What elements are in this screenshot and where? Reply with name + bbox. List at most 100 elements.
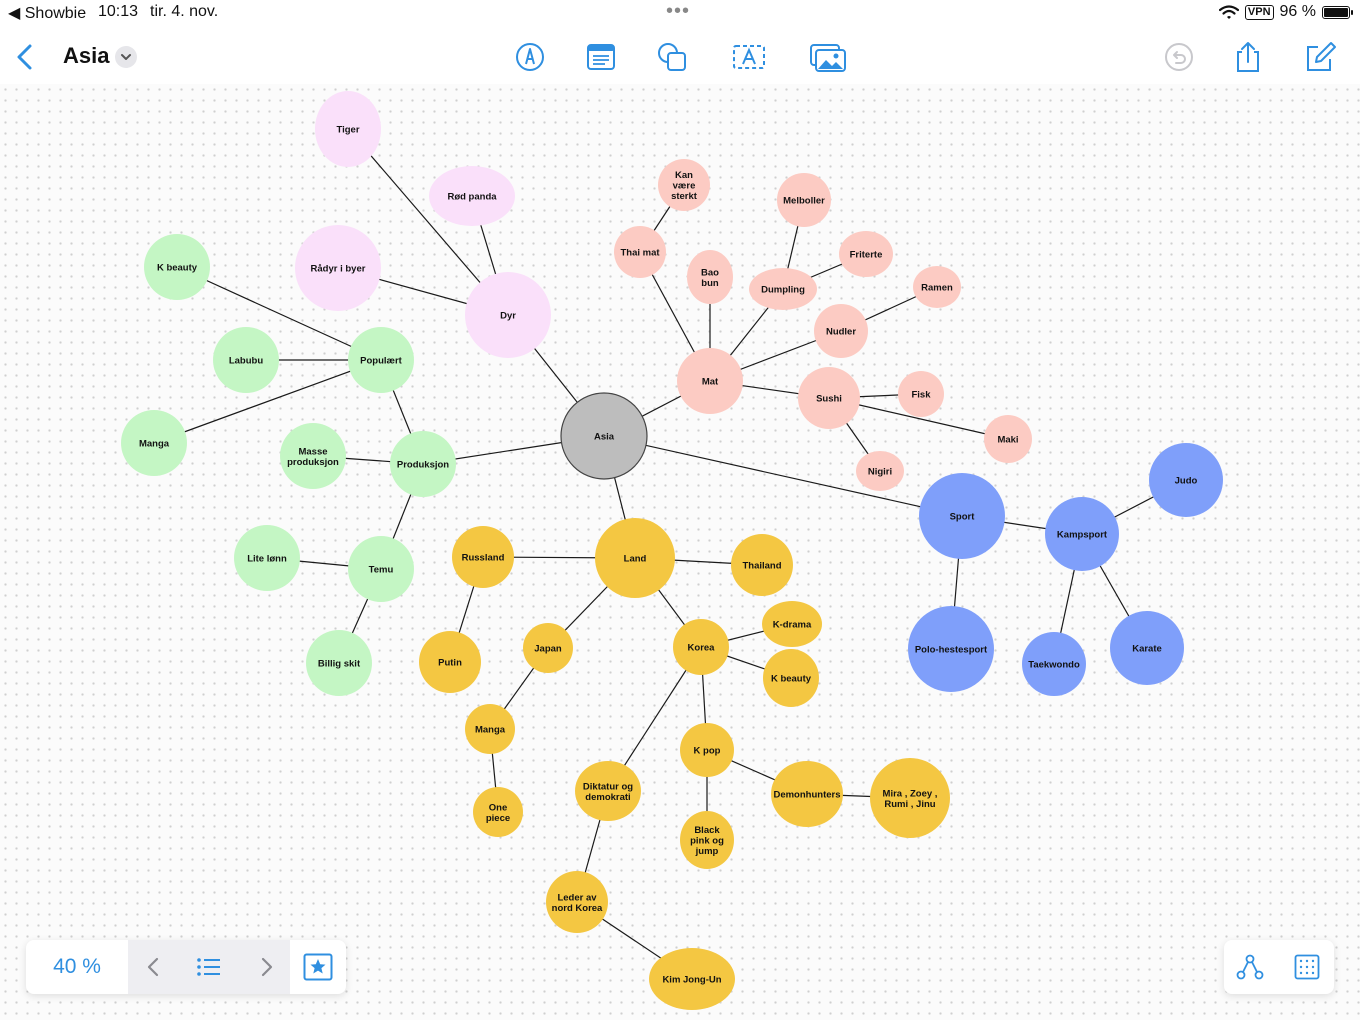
- share-icon[interactable]: [1230, 40, 1266, 74]
- node-bubble[interactable]: [649, 948, 735, 1010]
- next-item-icon[interactable]: [256, 956, 276, 978]
- node-bubble[interactable]: [465, 272, 551, 358]
- mindmap-node-polo[interactable]: Polo-hestesport: [908, 606, 994, 692]
- node-bubble[interactable]: [658, 159, 710, 211]
- mindmap-node-demon[interactable]: Demonhunters: [771, 761, 843, 827]
- text-box-icon[interactable]: [731, 40, 767, 74]
- mindmap-node-billig[interactable]: Billig skit: [306, 630, 372, 696]
- node-bubble[interactable]: [762, 601, 822, 647]
- node-bubble[interactable]: [213, 327, 279, 393]
- mindmap-node-melboller[interactable]: Melboller: [777, 173, 831, 227]
- node-bubble[interactable]: [595, 518, 675, 598]
- mindmap-node-populaert[interactable]: Populært: [348, 327, 414, 393]
- node-bubble[interactable]: [798, 367, 860, 429]
- node-bubble[interactable]: [749, 268, 817, 310]
- mindmap-node-dyr[interactable]: Dyr: [465, 272, 551, 358]
- title-menu-button[interactable]: [115, 46, 137, 68]
- mindmap-node-nigiri[interactable]: Nigiri: [856, 451, 904, 491]
- mindmap-node-labubu[interactable]: Labubu: [213, 327, 279, 393]
- node-bubble[interactable]: [144, 234, 210, 300]
- mindmap-node-putin[interactable]: Putin: [419, 631, 481, 693]
- connector-tool-icon[interactable]: [1236, 954, 1264, 980]
- pen-tool-icon[interactable]: [512, 40, 548, 74]
- connector-line[interactable]: [176, 266, 382, 361]
- back-chevron-icon[interactable]: [12, 42, 38, 72]
- mindmap-node-dumpling[interactable]: Dumpling: [749, 268, 817, 310]
- node-bubble[interactable]: [465, 704, 515, 754]
- connector-line[interactable]: [603, 435, 963, 517]
- bookmark-button[interactable]: [290, 940, 346, 994]
- shapes-icon[interactable]: [655, 40, 691, 74]
- node-bubble[interactable]: [560, 392, 648, 480]
- node-bubble[interactable]: [452, 526, 514, 588]
- grid-toggle-icon[interactable]: [1294, 954, 1320, 980]
- node-bubble[interactable]: [687, 250, 733, 304]
- compose-icon[interactable]: [1302, 40, 1338, 74]
- node-bubble[interactable]: [575, 761, 641, 821]
- mindmap-node-manga1[interactable]: Manga: [121, 410, 187, 476]
- mindmap-node-produksjon[interactable]: Produksjon: [390, 431, 456, 497]
- mindmap-node-kbeauty1[interactable]: K beauty: [144, 234, 210, 300]
- node-bubble[interactable]: [1149, 443, 1223, 517]
- note-card-icon[interactable]: [583, 40, 619, 74]
- mindmap-node-radyr[interactable]: Rådyr i byer: [295, 225, 381, 311]
- node-bubble[interactable]: [1110, 611, 1184, 685]
- mindmap-node-korea[interactable]: Korea: [673, 619, 729, 675]
- node-bubble[interactable]: [348, 327, 414, 393]
- node-bubble[interactable]: [731, 534, 793, 596]
- node-bubble[interactable]: [280, 423, 346, 489]
- document-title[interactable]: Asia: [63, 43, 110, 68]
- mindmap-node-nudler[interactable]: Nudler: [814, 304, 868, 358]
- mindmap-node-sport[interactable]: Sport: [919, 473, 1005, 559]
- mindmap-node-temu[interactable]: Temu: [348, 536, 414, 602]
- node-bubble[interactable]: [121, 410, 187, 476]
- mindmap-node-kdrama[interactable]: K-drama: [762, 601, 822, 647]
- node-bubble[interactable]: [814, 304, 868, 358]
- mindmap-node-taekwondo[interactable]: Taekwondo: [1022, 632, 1086, 696]
- mindmap-node-fisk[interactable]: Fisk: [898, 371, 944, 417]
- list-icon[interactable]: [196, 955, 222, 979]
- image-insert-icon[interactable]: [808, 40, 848, 74]
- mindmap-node-thaimat[interactable]: Thai mat: [614, 226, 666, 278]
- mindmap-node-litelonn[interactable]: Lite lønn: [234, 525, 300, 591]
- mindmap-node-japan[interactable]: Japan: [523, 623, 573, 673]
- mindmap-node-manga2[interactable]: Manga: [465, 704, 515, 754]
- mindmap-node-kim[interactable]: Kim Jong-Un: [649, 948, 735, 1010]
- node-bubble[interactable]: [473, 787, 523, 837]
- node-bubble[interactable]: [315, 91, 381, 167]
- mindmap-node-friterte[interactable]: Friterte: [839, 231, 893, 277]
- mindmap-node-kbeauty2[interactable]: K beauty: [763, 649, 819, 707]
- node-bubble[interactable]: [913, 266, 961, 308]
- mindmap-node-russland[interactable]: Russland: [452, 526, 514, 588]
- connector-line[interactable]: [153, 359, 382, 444]
- mindmap-node-mira[interactable]: Mira , Zoey ,Rumi , Jinu: [870, 758, 950, 838]
- mindmap-node-kpop[interactable]: K pop: [680, 723, 734, 777]
- node-bubble[interactable]: [673, 619, 729, 675]
- node-bubble[interactable]: [870, 758, 950, 838]
- mindmap-node-asia[interactable]: Asia: [560, 392, 648, 480]
- node-bubble[interactable]: [763, 649, 819, 707]
- node-bubble[interactable]: [984, 415, 1032, 463]
- node-bubble[interactable]: [680, 811, 734, 869]
- node-bubble[interactable]: [1045, 497, 1119, 571]
- mindmap-node-sushi[interactable]: Sushi: [798, 367, 860, 429]
- undo-icon[interactable]: [1161, 40, 1197, 74]
- mindmap-node-judo[interactable]: Judo: [1149, 443, 1223, 517]
- mindmap-node-kampsport[interactable]: Kampsport: [1045, 497, 1119, 571]
- mindmap-node-rodpanda[interactable]: Rød panda: [429, 166, 515, 226]
- node-bubble[interactable]: [614, 226, 666, 278]
- previous-item-icon[interactable]: [144, 956, 164, 978]
- node-bubble[interactable]: [390, 431, 456, 497]
- node-bubble[interactable]: [306, 630, 372, 696]
- node-bubble[interactable]: [680, 723, 734, 777]
- node-bubble[interactable]: [856, 451, 904, 491]
- mindmap-node-karate[interactable]: Karate: [1110, 611, 1184, 685]
- mindmap-node-maki[interactable]: Maki: [984, 415, 1032, 463]
- mindmap-node-tiger[interactable]: Tiger: [315, 91, 381, 167]
